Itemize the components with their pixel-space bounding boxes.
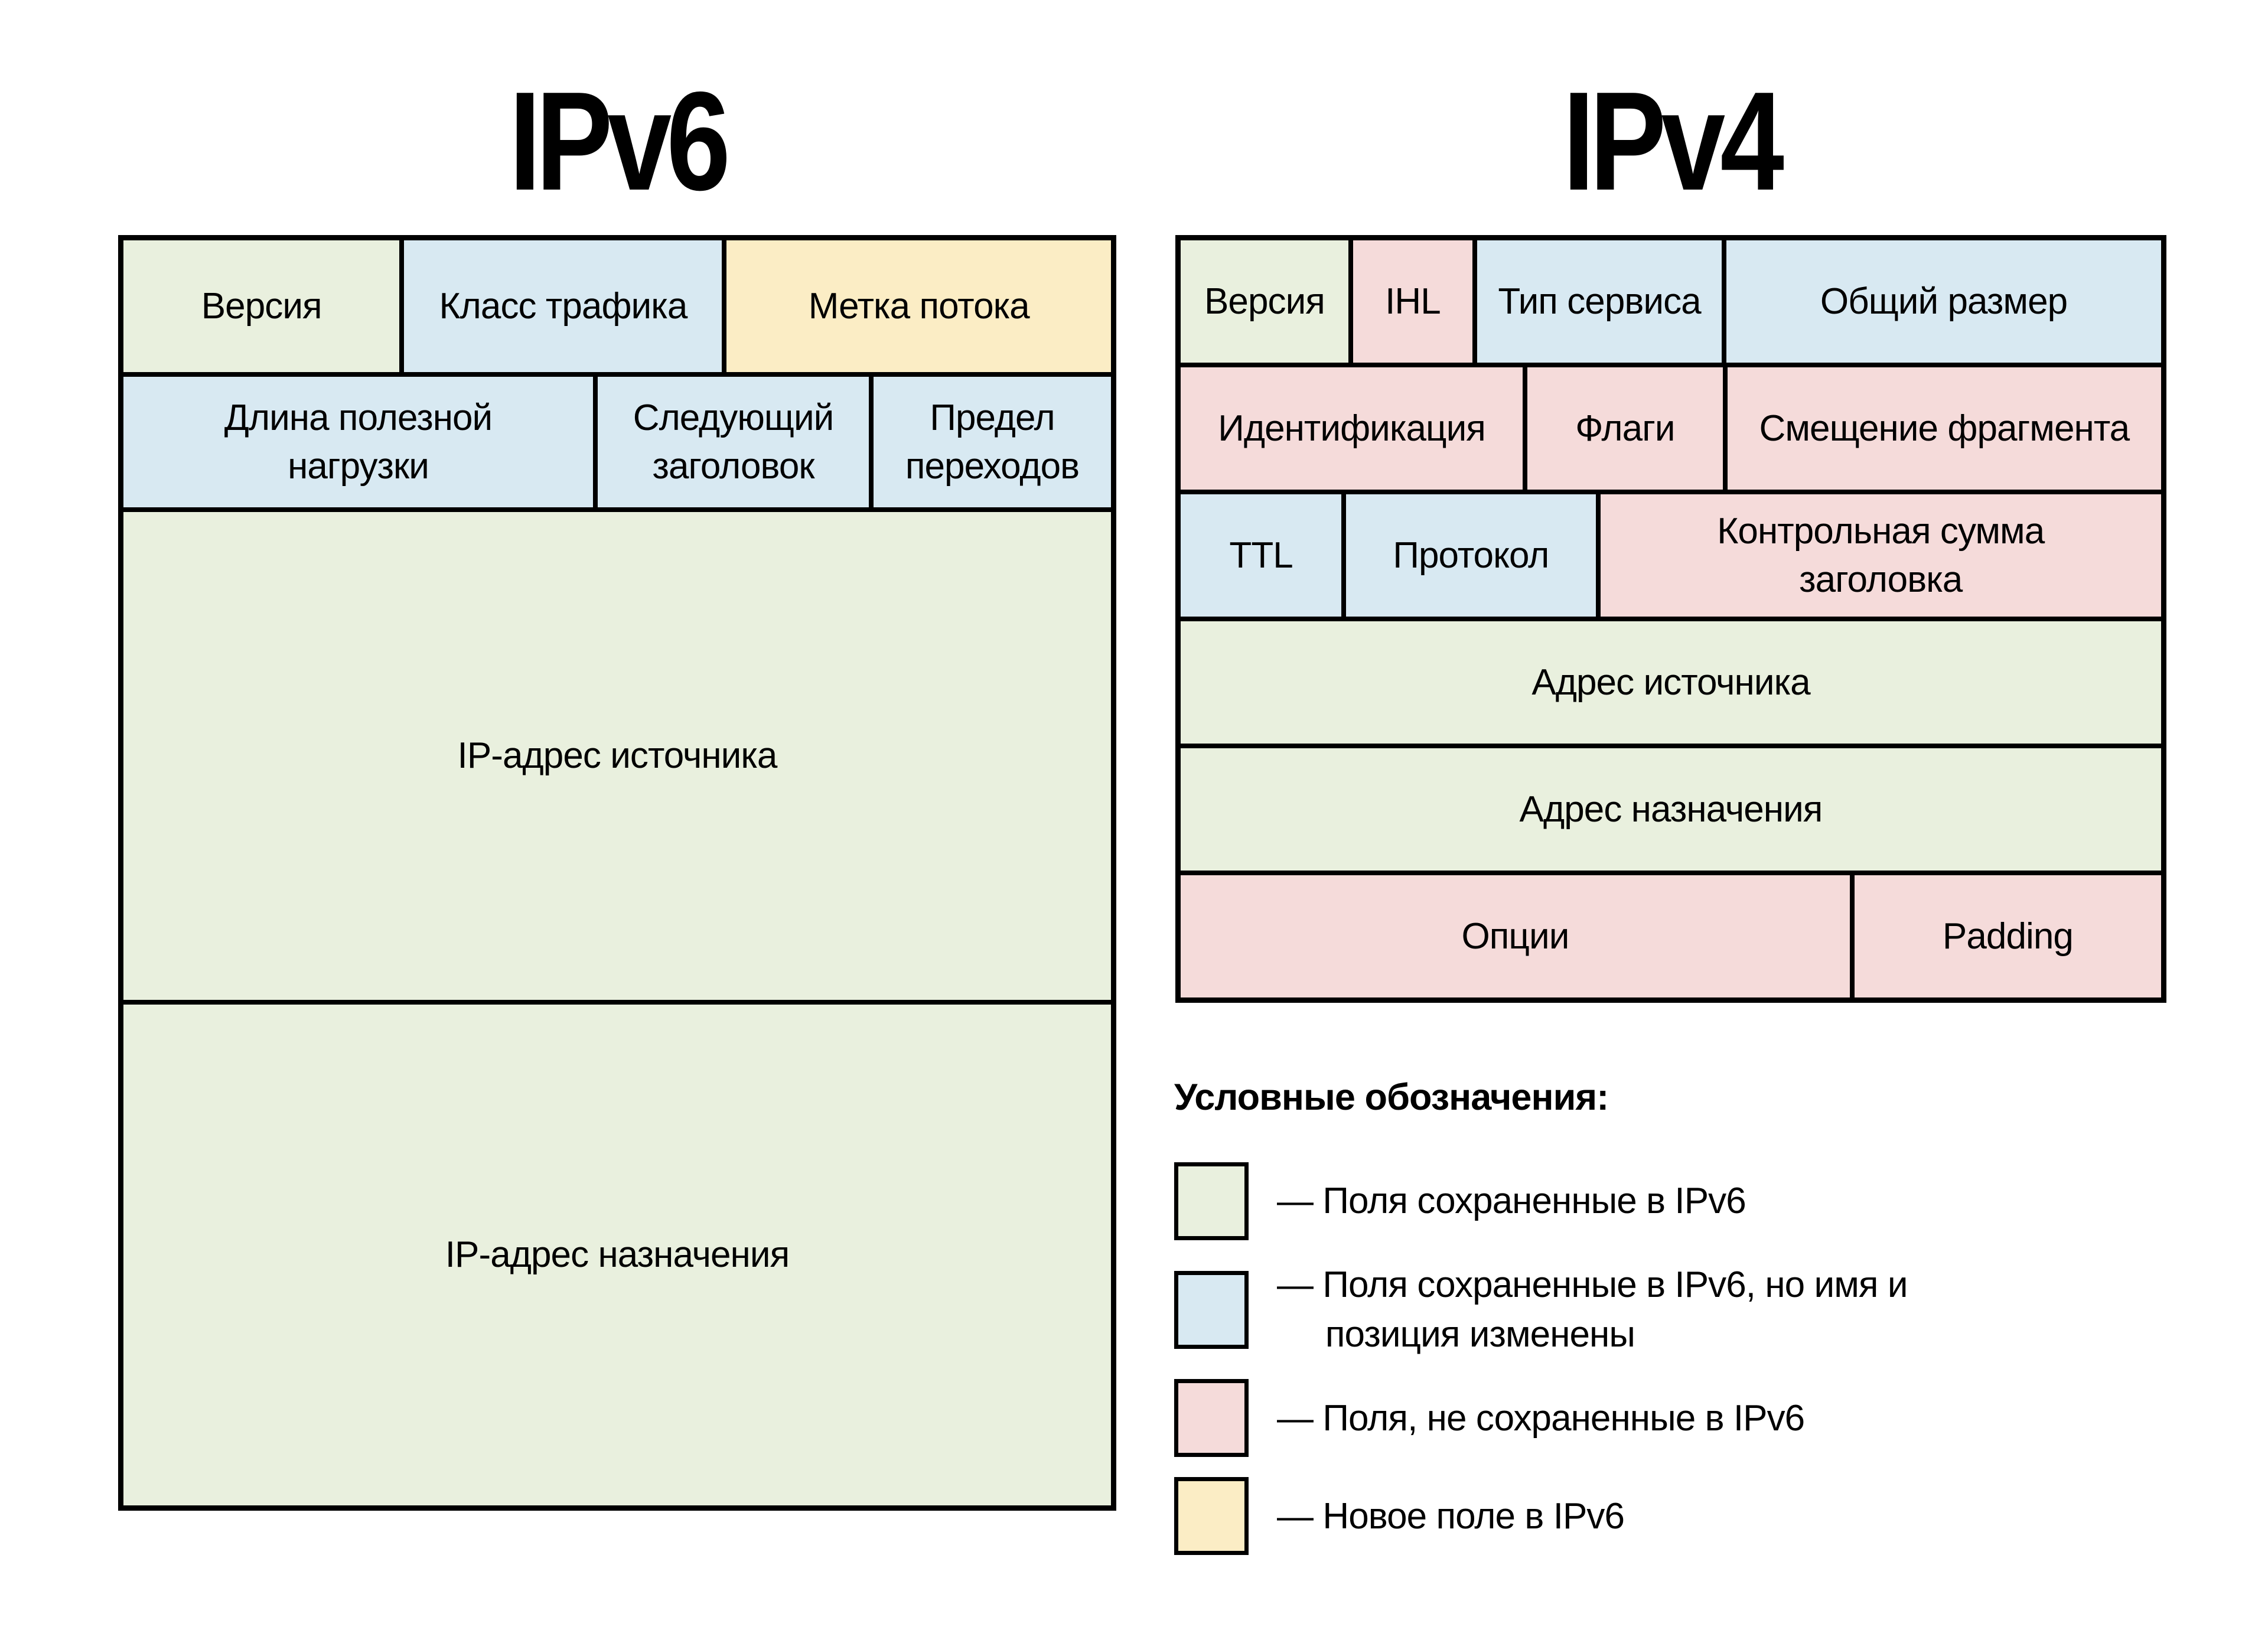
ipv4-title: IPv4 bbox=[1562, 63, 1784, 220]
ipv6-field-destination-ip: IP-адрес назначения bbox=[121, 1002, 1113, 1508]
ipv4-field-total-length-label: Общий размер bbox=[1820, 281, 2068, 322]
ipv4-field-protocol: Протокол bbox=[1344, 492, 1598, 619]
ipv6-field-next-header: Следующий заголовок bbox=[595, 374, 872, 510]
ipv4-field-destination-address-label: Адрес назначения bbox=[1519, 788, 1823, 830]
legend-label-removed-fields: — Поля, не сохраненные в IPv6 bbox=[1277, 1397, 1805, 1439]
ipv4-field-identification-label: Идентификация bbox=[1218, 407, 1486, 449]
legend-swatch-yellow bbox=[1174, 1477, 1249, 1556]
ipv4-row-6: Опции Padding bbox=[1178, 873, 2163, 1000]
ipv6-field-traffic-class-label: Класс трафика bbox=[439, 285, 687, 327]
legend-swatch-blue bbox=[1174, 1270, 1249, 1349]
ipv6-row-1: Версия Класс трафика Метка потока bbox=[121, 238, 1113, 375]
ipv6-field-source-ip: IP-адрес источника bbox=[121, 510, 1113, 1003]
ipv4-field-header-checksum-label: Контрольная сумма заголовка bbox=[1717, 510, 2045, 600]
ipv6-field-flow-label-label: Метка потока bbox=[808, 285, 1030, 327]
ipv4-row-4: Адрес источника bbox=[1178, 619, 2163, 746]
ipv4-row-5: Адрес назначения bbox=[1178, 746, 2163, 873]
legend-swatch-green bbox=[1174, 1162, 1249, 1240]
ipv6-field-next-header-label: Следующий заголовок bbox=[633, 397, 835, 487]
legend-item-renamed-fields: — Поля сохраненные в IPv6, но имя и пози… bbox=[1174, 1260, 2096, 1359]
ipv6-title: IPv6 bbox=[509, 63, 731, 220]
ipv4-field-version-label: Версия bbox=[1204, 281, 1325, 322]
ipv4-row-1: Версия IHL Тип сервиса Общий размер bbox=[1178, 238, 2163, 365]
ipv6-field-payload-length: Длина полезной нагрузки bbox=[121, 374, 596, 510]
ipv6-field-source-ip-label: IP-адрес источника bbox=[457, 735, 778, 777]
ipv4-row-3: TTL Протокол Контрольная сумма заголовка bbox=[1178, 492, 2163, 619]
ipv6-field-version: Версия bbox=[121, 238, 402, 375]
ipv6-field-payload-length-label: Длина полезной нагрузки bbox=[224, 397, 493, 487]
ipv4-field-total-length: Общий размер bbox=[1724, 238, 2163, 365]
ipv4-field-identification: Идентификация bbox=[1178, 365, 1526, 492]
ipv6-field-hop-limit-label: Предел переходов bbox=[905, 397, 1080, 487]
ipv4-field-fragment-offset: Смещение фрагмента bbox=[1725, 365, 2163, 492]
ipv6-field-destination-ip-label: IP-адрес назначения bbox=[445, 1234, 790, 1276]
legend-swatch-pink bbox=[1174, 1379, 1249, 1458]
ipv6-field-hop-limit: Предел переходов bbox=[871, 374, 1113, 510]
ipv4-field-type-of-service: Тип сервиса bbox=[1475, 238, 1725, 365]
legend-item-kept-fields: — Поля сохраненные в IPv6 bbox=[1174, 1162, 2096, 1240]
legend-item-new-field: — Новое поле в IPv6 bbox=[1174, 1477, 2096, 1556]
ipv6-header-table: Версия Класс трафика Метка потока Длина … bbox=[118, 235, 1116, 1511]
ipv4-field-flags-label: Флаги bbox=[1575, 407, 1675, 449]
ipv4-field-source-address: Адрес источника bbox=[1178, 619, 2163, 746]
legend: Условные обозначения: — Поля сохраненные… bbox=[1174, 1076, 2096, 1556]
ipv4-field-protocol-label: Протокол bbox=[1393, 534, 1549, 576]
ipv6-field-version-label: Версия bbox=[201, 285, 322, 327]
ipv4-field-ttl-label: TTL bbox=[1229, 534, 1293, 576]
ipv4-field-ihl: IHL bbox=[1350, 238, 1475, 365]
ipv4-field-flags: Флаги bbox=[1525, 365, 1725, 492]
ipv4-field-options-label: Опции bbox=[1461, 915, 1569, 957]
ipv6-field-flow-label: Метка потока bbox=[724, 238, 1113, 375]
ipv4-field-padding-label: Padding bbox=[1942, 915, 2074, 957]
ipv4-header-table: Версия IHL Тип сервиса Общий размер Иден… bbox=[1175, 235, 2166, 1003]
ipv4-field-source-address-label: Адрес источника bbox=[1531, 661, 1810, 703]
ipv4-field-type-of-service-label: Тип сервиса bbox=[1498, 281, 1701, 322]
ipv6-row-4: IP-адрес назначения bbox=[121, 1002, 1113, 1508]
ipv6-row-2: Длина полезной нагрузки Следующий заголо… bbox=[121, 374, 1113, 510]
ipv4-field-fragment-offset-label: Смещение фрагмента bbox=[1759, 407, 2130, 449]
ipv4-field-options: Опции bbox=[1178, 873, 1852, 1000]
ipv6-row-3: IP-адрес источника bbox=[121, 510, 1113, 1003]
legend-label-renamed-fields: — Поля сохраненные в IPv6, но имя и пози… bbox=[1277, 1264, 1908, 1355]
ipv4-field-destination-address: Адрес назначения bbox=[1178, 746, 2163, 873]
legend-item-removed-fields: — Поля, не сохраненные в IPv6 bbox=[1174, 1379, 2096, 1458]
legend-title: Условные обозначения: bbox=[1174, 1077, 1609, 1118]
ipv4-field-padding: Padding bbox=[1852, 873, 2163, 1000]
ipv4-field-ttl: TTL bbox=[1178, 492, 1344, 619]
ipv6-field-traffic-class: Класс трафика bbox=[402, 238, 725, 375]
ipv4-field-header-checksum: Контрольная сумма заголовка bbox=[1598, 492, 2163, 619]
ipv4-field-version: Версия bbox=[1178, 238, 1351, 365]
legend-label-new-field: — Новое поле в IPv6 bbox=[1277, 1495, 1625, 1537]
ipv4-field-ihl-label: IHL bbox=[1385, 281, 1441, 322]
legend-label-kept-fields: — Поля сохраненные в IPv6 bbox=[1277, 1181, 1746, 1222]
ipv4-row-2: Идентификация Флаги Смещение фрагмента bbox=[1178, 365, 2163, 492]
